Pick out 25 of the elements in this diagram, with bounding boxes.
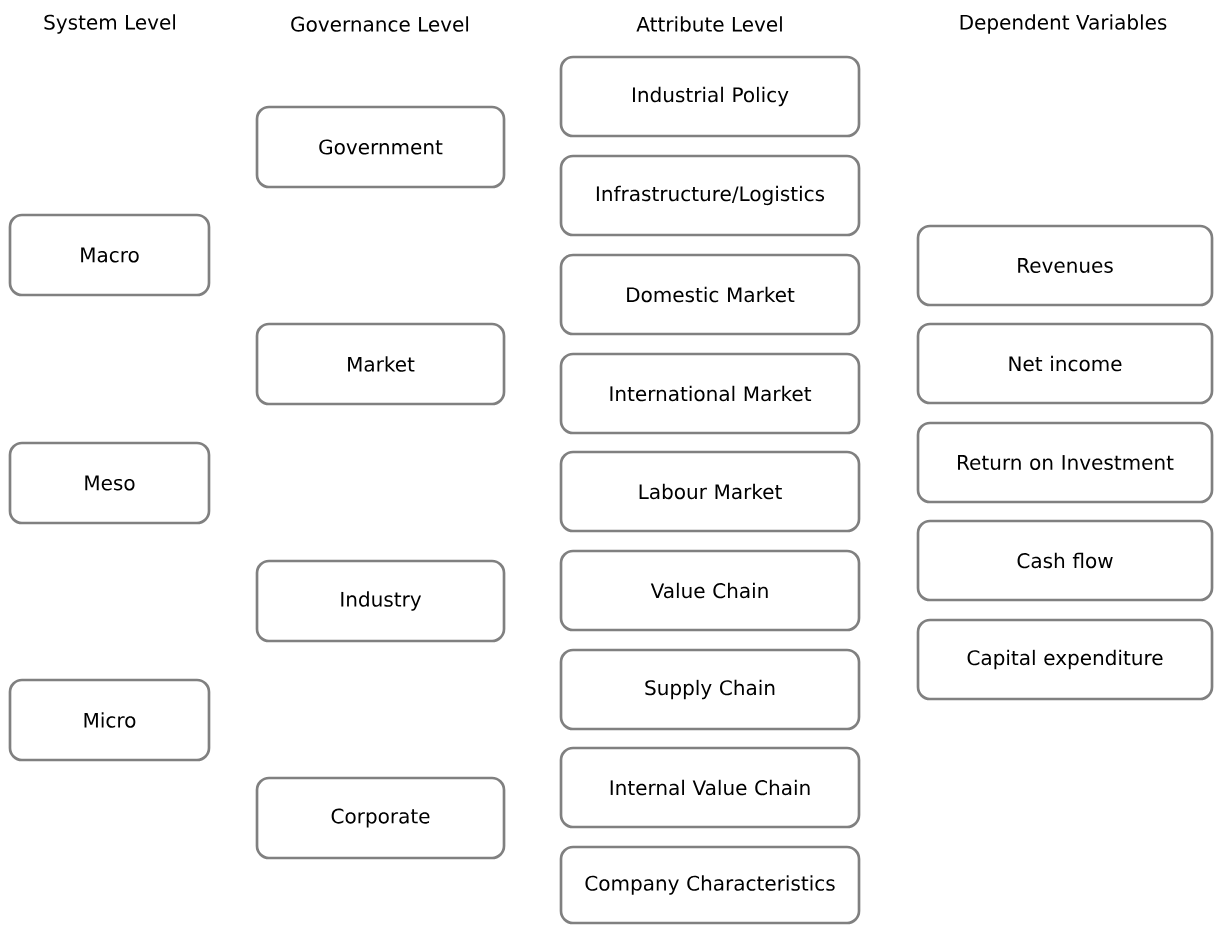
rounded-box: Net income [916, 322, 1214, 405]
rounded-box: Government [255, 105, 506, 189]
rounded-box: Domestic Market [559, 253, 861, 336]
column-heading: Governance Level [291, 16, 469, 32]
column-heading: Attribute Level [636, 16, 782, 32]
rounded-box: Labour Market [559, 450, 861, 533]
rounded-box: Meso [8, 441, 211, 525]
rounded-box: Supply Chain [559, 648, 861, 731]
rounded-box: Macro [8, 213, 211, 297]
rounded-box: Value Chain [559, 549, 861, 632]
rounded-box: Capital expenditure [916, 618, 1214, 701]
rounded-box: Industry [255, 559, 506, 643]
rounded-box: Internal Value Chain [559, 746, 861, 829]
rounded-box: Return on Investment [916, 421, 1214, 504]
rounded-box: Micro [8, 678, 211, 762]
rounded-box: Industrial Policy [559, 55, 861, 138]
rounded-box: Corporate [255, 776, 506, 860]
rounded-box: Company Characteristics [559, 845, 861, 925]
rounded-box: Infrastructure/Logistics [559, 154, 861, 237]
rounded-box: Revenues [916, 224, 1214, 307]
column-heading: System Level [44, 14, 175, 34]
rounded-box: Cash flow [916, 519, 1214, 602]
rounded-box: International Market [559, 352, 861, 435]
column-heading: Dependent Variables [960, 14, 1167, 34]
rounded-box: Market [255, 322, 506, 406]
